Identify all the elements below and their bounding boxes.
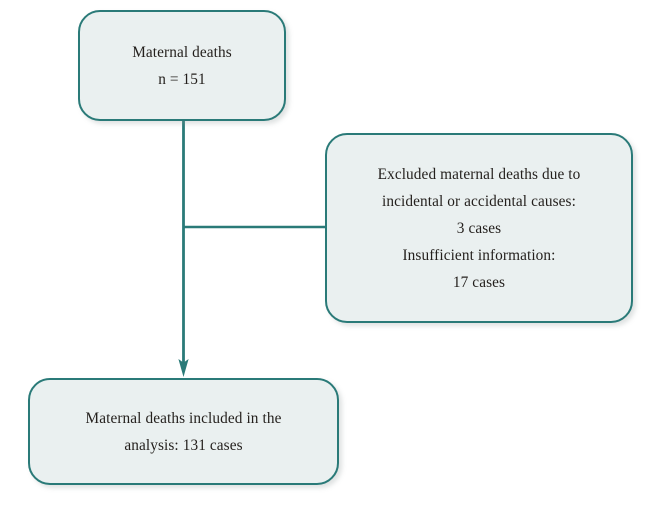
maternal-deaths-node-label: Maternal deaths n = 151 (132, 43, 232, 88)
included-deaths-node-label: Maternal deaths included in the analysis… (85, 409, 282, 454)
maternal-deaths-node: Maternal deaths n = 151 (78, 10, 286, 121)
arrowhead-down-icon (178, 359, 189, 377)
excluded-deaths-node: Excluded maternal deaths due to incident… (325, 133, 633, 323)
excluded-deaths-node-label: Excluded maternal deaths due to incident… (377, 165, 581, 291)
included-deaths-node: Maternal deaths included in the analysis… (28, 378, 339, 485)
